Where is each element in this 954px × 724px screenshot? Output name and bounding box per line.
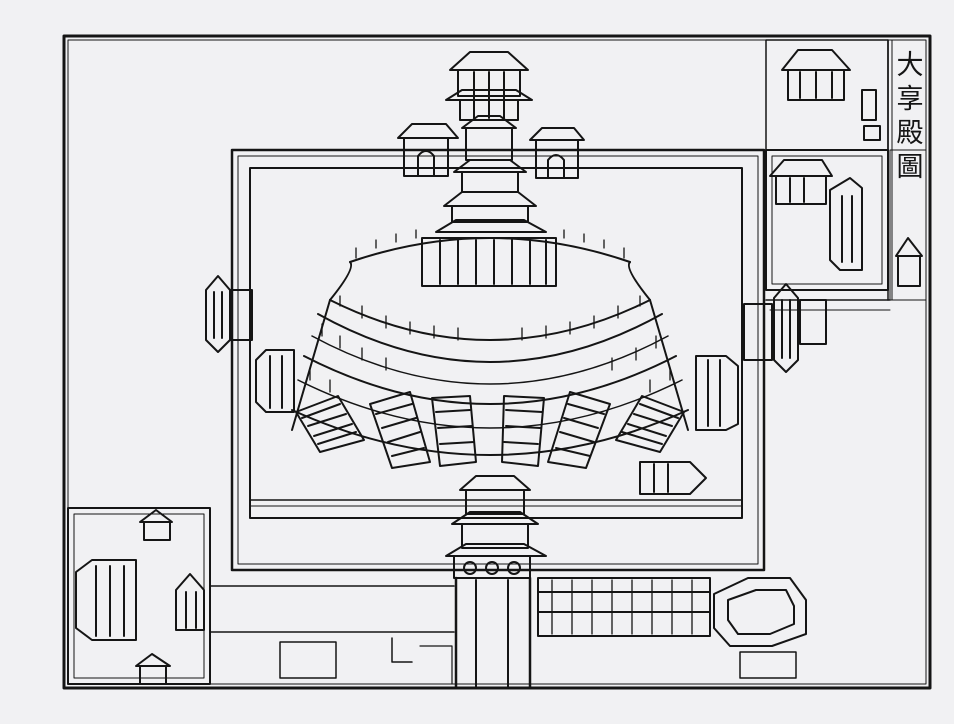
title-char: 殿 bbox=[896, 118, 924, 149]
far-east-gatehouse bbox=[895, 237, 923, 287]
title-char: 圖 bbox=[896, 152, 924, 183]
east-courtyard-hall bbox=[769, 159, 863, 271]
east-wall-pavilion bbox=[743, 283, 827, 373]
east-inner-pavilion bbox=[695, 355, 739, 431]
southeast-pond-enclosure bbox=[713, 577, 807, 647]
altar-balustrades bbox=[309, 229, 671, 393]
southeast-hall-rows bbox=[537, 577, 711, 637]
title-char: 大 bbox=[896, 50, 924, 81]
north-gate-pavilion bbox=[445, 51, 533, 121]
southwest-hall bbox=[75, 559, 137, 641]
west-inner-pavilion bbox=[255, 349, 295, 413]
southwest-small-gate bbox=[135, 653, 171, 685]
altar-staircases bbox=[295, 391, 685, 469]
top-left-gatehouse bbox=[397, 123, 459, 177]
bottom-approach bbox=[209, 585, 797, 685]
southeast-kiosk bbox=[639, 461, 707, 495]
outer-border bbox=[62, 34, 932, 690]
west-wall-pavilion bbox=[205, 275, 253, 353]
south-gate-tower bbox=[445, 475, 547, 690]
round-altar-terraces bbox=[291, 237, 689, 456]
top-right-gatehouse bbox=[529, 127, 585, 179]
title-char: 享 bbox=[896, 84, 924, 115]
northeast-hall bbox=[781, 49, 881, 141]
southwest-side-pavilion bbox=[175, 573, 205, 631]
great-hall-tower bbox=[421, 115, 557, 287]
upper-right-courtyard bbox=[765, 39, 927, 311]
lower-left-courtyard bbox=[67, 507, 211, 685]
southwest-gatehouse bbox=[139, 509, 173, 541]
